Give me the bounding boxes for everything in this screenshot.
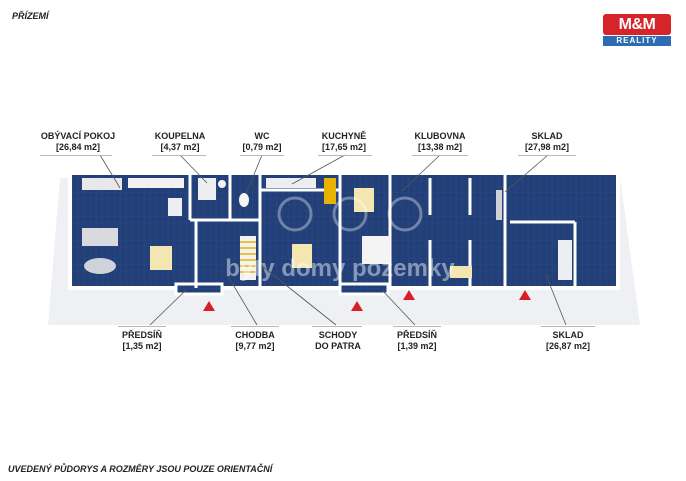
label-storage-bottom: SKLAD [26,87 m2] [538,330,598,352]
room-area: [13,38 m2] [417,142,463,152]
cabinet [168,198,182,216]
storage-cabinet [558,240,572,280]
label-bathroom: KOUPELNA [4,37 m2] [150,131,210,153]
label-kitchen: KUCHYNĚ [17,65 m2] [314,131,374,153]
interior-walls [188,173,577,288]
entrance-arrow-3 [403,290,415,300]
room-name: PŘEDSÍŇ [396,330,437,340]
logo-brand: M&M [603,14,671,35]
entrance-left [174,282,224,296]
club-counter [362,236,390,264]
label-wc: WC [0,79 m2] [237,131,287,153]
room-area: [4,37 m2] [160,142,200,152]
kitchen-counter-living [82,178,122,190]
kitchen-counter [266,178,316,188]
toilet [239,193,249,207]
room-area: [0,79 m2] [242,142,282,152]
armchair [84,258,116,274]
room-name: OBÝVACÍ POKOJ [40,131,116,141]
label-club-room: KLUBOVNA [13,38 m2] [408,131,472,153]
label-hallway-left: PŘEDSÍŇ [1,35 m2] [116,330,168,352]
room-name: SKLAD [531,131,563,141]
sink [218,180,226,188]
room-area: [27,98 m2] [524,142,570,152]
label-corridor: CHODBA [9,77 m2] [229,330,281,352]
sideboard [128,178,184,188]
entrance-markers [203,290,531,311]
room-name: SKLAD [552,330,584,340]
entrance-arrow-4 [519,290,531,300]
room-name: SCHODY [318,330,358,340]
club-table [354,188,374,212]
stairs [240,236,256,280]
leader-lines [99,154,567,326]
room-area: DO PATRA [315,341,361,351]
shower [198,178,216,200]
stairs-steps [240,241,256,273]
sofa [82,228,118,246]
room-name: KUCHYNĚ [321,131,367,141]
disclaimer: UVEDENÝ PŮDORYS A ROZMĚRY JSOU POUZE ORI… [8,464,273,474]
entrance-arrow-2 [351,301,363,311]
kitchen-table [292,244,312,268]
room-area: [1,35 m2] [122,341,162,351]
room-area: [17,65 m2] [321,142,367,152]
watermark-text: byty domy pozemky [225,255,455,282]
room-area: [1,39 m2] [397,341,437,351]
room-area: [26,87 m2] [545,341,591,351]
room-area: [26,84 m2] [55,142,101,152]
storage-shelf [496,190,502,220]
club-bench [450,266,472,278]
label-stairs: SCHODY DO PATRA [310,330,366,352]
logo-sub: REALITY [603,36,671,46]
label-hallway-middle: PŘEDSÍŇ [1,39 m2] [391,330,443,352]
room-name: WC [254,131,270,141]
label-storage-top: SKLAD [27,98 m2] [516,131,578,153]
dining-table [150,246,172,270]
entrance-middle [338,282,390,296]
entrance-arrow-1 [203,301,215,311]
floor-title: PŘÍZEMÍ [12,11,49,21]
room-name: CHODBA [235,330,275,340]
room-name: PŘEDSÍŇ [121,330,162,340]
watermark-graphic [277,196,423,232]
room-name: KLUBOVNA [414,131,466,141]
label-living-room: OBÝVACÍ POKOJ [26,84 m2] [38,131,118,153]
room-name: KOUPELNA [154,131,206,141]
kitchen-block [324,178,336,204]
mm-reality-logo: M&M REALITY [603,14,671,46]
room-area: [9,77 m2] [235,341,275,351]
